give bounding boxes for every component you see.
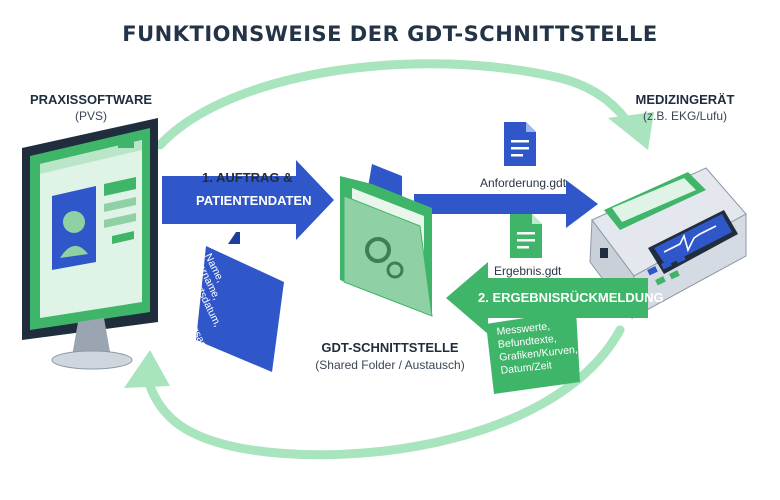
- step2-arrow: [446, 262, 648, 334]
- device-title: MEDIZINGERÄT: [635, 92, 735, 107]
- interface-subtitle: (Shared Folder / Austausch): [315, 358, 465, 372]
- step1-arrow: [162, 160, 334, 240]
- result-data-card: [486, 310, 580, 394]
- request-file-icon: [504, 122, 536, 166]
- pvs-title: PRAXISSOFTWARE: [29, 92, 153, 107]
- request-file-name: Anforderung.gdt: [480, 176, 567, 190]
- folder-icon: [340, 164, 433, 317]
- patient-data-card: [196, 232, 284, 372]
- step2-label: 2. ERGEBNISRÜCKMELDUNG: [478, 290, 664, 305]
- device-subtitle: (z.B. EKG/Lufu): [642, 109, 728, 123]
- result-file-name: Ergebnis.gdt: [494, 264, 562, 278]
- result-file-icon: [510, 214, 542, 258]
- step1-label-line1: 1. AUFTRAG &: [202, 170, 293, 185]
- diagram-title: FUNKTIONSWEISE DER GDT-SCHNITTSTELLE: [122, 22, 658, 46]
- bottom-arc-arrowhead: [124, 350, 170, 388]
- interface-title: GDT-SCHNITTSTELLE: [321, 340, 459, 355]
- top-arc-arrowhead: [608, 112, 654, 150]
- step1-label-line2: PATIENTENDATEN: [196, 193, 312, 208]
- bottom-cycle-arc: [143, 325, 625, 460]
- pvs-subtitle: (PVS): [74, 109, 107, 123]
- top-cycle-arc: [155, 59, 637, 150]
- request-arrow: [414, 180, 598, 228]
- monitor-icon: [22, 118, 158, 370]
- result-fields-list: Messwerte, Befundtexte, Grafiken/Kurven,…: [496, 318, 580, 378]
